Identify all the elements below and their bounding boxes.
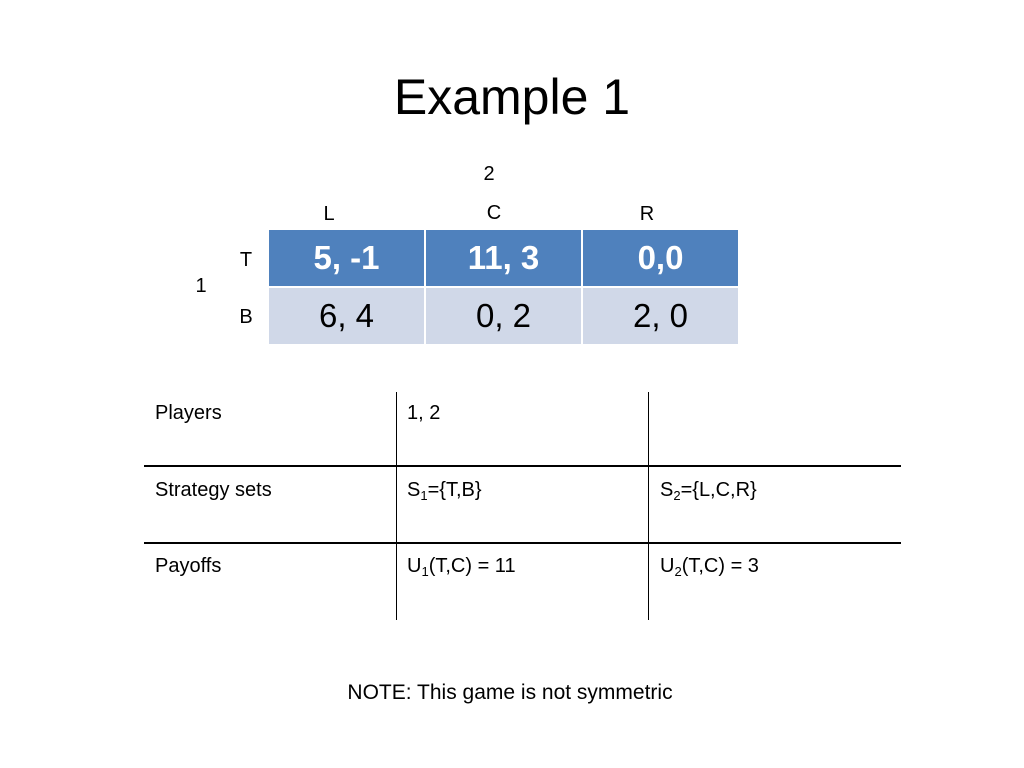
row-label-t: T xyxy=(239,249,253,271)
payoff-matrix: 5, -1 11, 3 0,0 6, 4 0, 2 2, 0 xyxy=(267,228,740,346)
column-label-c: C xyxy=(486,202,502,224)
payoff-player-2: U2(T,C) = 3 xyxy=(660,555,759,579)
players-label: Players xyxy=(155,402,222,424)
player-2-label: 2 xyxy=(483,163,495,185)
payoff-cell-t-l: 5, -1 xyxy=(267,228,426,288)
summary-divider-2 xyxy=(144,542,901,544)
players-value: 1, 2 xyxy=(407,402,441,424)
summary-column-divider-1 xyxy=(396,392,397,620)
column-label-l: L xyxy=(323,203,335,225)
player-1-label: 1 xyxy=(195,275,207,297)
payoff-cell-b-r: 2, 0 xyxy=(581,286,740,346)
payoff-cell-t-c: 11, 3 xyxy=(424,228,583,288)
summary-column-divider-2 xyxy=(648,392,649,620)
payoff-row-t: 5, -1 11, 3 0,0 xyxy=(267,228,740,288)
note-text: NOTE: This game is not symmetric xyxy=(347,681,673,704)
summary-divider-1 xyxy=(144,465,901,467)
payoff-row-b: 6, 4 0, 2 2, 0 xyxy=(267,286,740,346)
payoffs-label: Payoffs xyxy=(155,555,222,577)
payoff-cell-b-l: 6, 4 xyxy=(267,286,426,346)
strategy-set-1: S1={T,B} xyxy=(407,479,482,503)
strategy-sets-label: Strategy sets xyxy=(155,479,272,501)
row-label-b: B xyxy=(239,306,253,328)
column-label-r: R xyxy=(639,203,655,225)
slide-title: Example 1 xyxy=(393,69,631,125)
strategy-set-2: S2={L,C,R} xyxy=(660,479,757,503)
payoff-player-1: U1(T,C) = 11 xyxy=(407,555,516,579)
payoff-cell-t-r: 0,0 xyxy=(581,228,740,288)
payoff-cell-b-c: 0, 2 xyxy=(424,286,583,346)
